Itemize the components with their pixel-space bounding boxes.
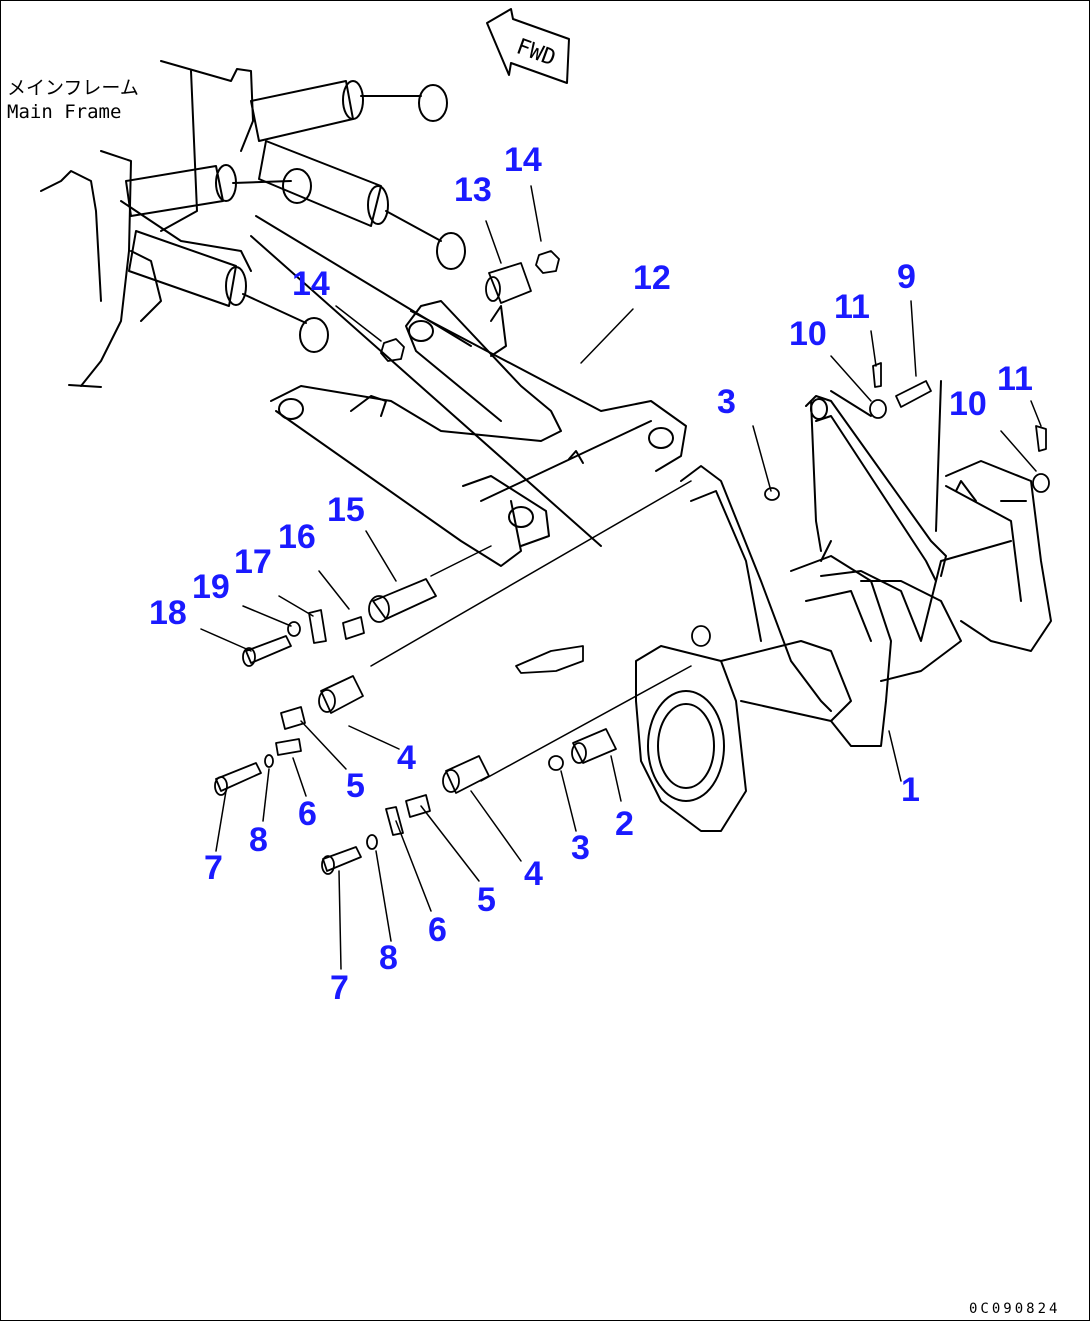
callout-2: 2 bbox=[615, 805, 634, 843]
pin-4-upper bbox=[318, 675, 364, 714]
small-parts bbox=[214, 250, 1050, 875]
cross-member-drawing bbox=[270, 300, 687, 567]
pin-4-lower bbox=[442, 755, 490, 794]
nut-14-upper bbox=[535, 250, 560, 274]
callout-11-lower: 11 bbox=[997, 360, 1033, 398]
callout-3-upper: 3 bbox=[717, 383, 736, 421]
callout-13: 13 bbox=[454, 171, 492, 209]
callout-9: 9 bbox=[897, 258, 916, 296]
callout-10-lower: 10 bbox=[949, 385, 987, 423]
washer-10-upper bbox=[869, 399, 887, 419]
callout-4-upper: 4 bbox=[397, 739, 416, 777]
callout-3-lower: 3 bbox=[571, 829, 590, 867]
bushing-13 bbox=[485, 262, 532, 304]
fwd-arrow-icon: FWD bbox=[486, 8, 570, 84]
leader-lines bbox=[200, 185, 1042, 970]
callout-1: 1 bbox=[901, 771, 920, 809]
callout-11-upper: 11 bbox=[834, 288, 870, 326]
washer-3-upper bbox=[764, 487, 780, 501]
plate-6-upper bbox=[275, 738, 302, 756]
pin-15 bbox=[368, 578, 437, 623]
callout-18: 18 bbox=[149, 594, 187, 632]
callout-4-lower: 4 bbox=[524, 855, 543, 893]
washer-8-lower bbox=[366, 834, 378, 850]
main-frame-label-en: Main Frame bbox=[7, 101, 122, 123]
callout-12: 12 bbox=[633, 259, 671, 297]
bolt-7-lower bbox=[321, 846, 362, 875]
callout-14-upper: 14 bbox=[504, 141, 542, 179]
washer-10-lower bbox=[1032, 473, 1050, 493]
bracket-clip bbox=[515, 645, 584, 674]
nut-14-lower bbox=[380, 338, 405, 362]
washer-19 bbox=[287, 621, 301, 637]
callout-8-lower: 8 bbox=[379, 939, 398, 977]
callout-6-lower: 6 bbox=[428, 911, 447, 949]
callout-6-upper: 6 bbox=[298, 795, 317, 833]
main-frame-drawing bbox=[40, 60, 602, 547]
pin-clip bbox=[691, 625, 711, 647]
callout-5-upper: 5 bbox=[346, 767, 365, 805]
plate-6-lower bbox=[385, 806, 404, 836]
axle-housing-drawing bbox=[635, 380, 1052, 832]
bolt-7-upper bbox=[214, 762, 262, 796]
bolt-18 bbox=[242, 635, 292, 667]
fitting-5-upper bbox=[280, 706, 306, 730]
callout-7-upper: 7 bbox=[204, 849, 223, 887]
callout-14-lower: 14 bbox=[292, 265, 330, 303]
callout-10-upper: 10 bbox=[789, 315, 827, 353]
pin-11-upper bbox=[872, 362, 882, 388]
washer-3-lower bbox=[548, 755, 564, 771]
callout-16: 16 bbox=[278, 518, 316, 556]
fitting-5-lower bbox=[405, 794, 431, 818]
callout-7-lower: 7 bbox=[330, 969, 349, 1007]
main-frame-label-ja: メインフレーム bbox=[7, 77, 139, 99]
bushing-2 bbox=[571, 728, 617, 764]
callout-17: 17 bbox=[234, 543, 272, 581]
fitting-16 bbox=[342, 616, 365, 640]
washer-8-upper bbox=[264, 754, 274, 768]
callout-15: 15 bbox=[327, 491, 365, 529]
pin-11-lower bbox=[1035, 425, 1047, 452]
drawing-code: 0C090824 bbox=[969, 1301, 1061, 1317]
plate-17 bbox=[308, 609, 327, 644]
callout-8-upper: 8 bbox=[249, 821, 268, 859]
callout-5-lower: 5 bbox=[477, 881, 496, 919]
callout-19: 19 bbox=[192, 568, 230, 606]
pin-9 bbox=[895, 380, 932, 408]
